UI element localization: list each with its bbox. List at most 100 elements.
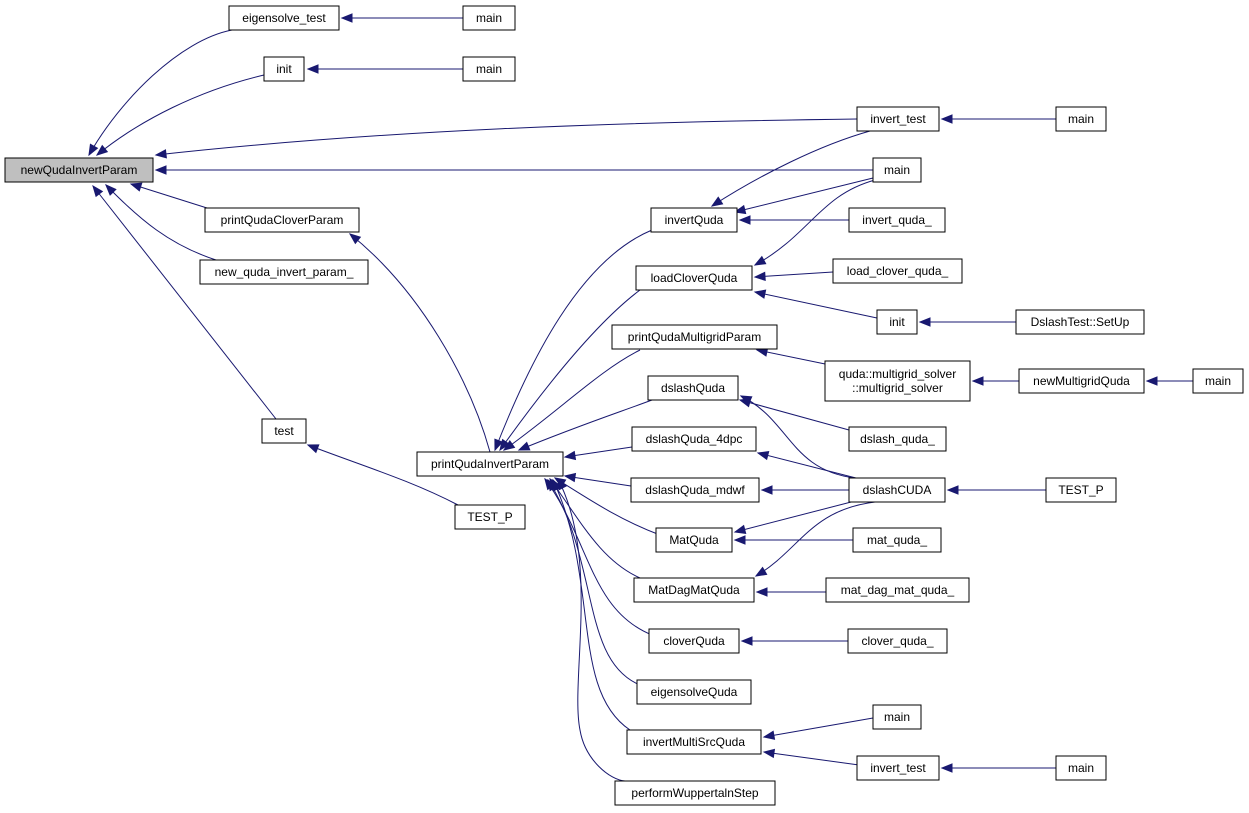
node-box[interactable] (631, 426, 757, 452)
node-box[interactable] (856, 106, 940, 132)
node-box[interactable] (848, 207, 946, 233)
edge-printqudainvertparam-to-printqudacloverparam (348, 233, 491, 453)
node-box[interactable] (611, 324, 778, 350)
edge-line (564, 446, 633, 458)
node-init-b[interactable]: init (876, 309, 918, 335)
node-box[interactable] (1015, 309, 1145, 335)
node-box[interactable] (228, 5, 340, 31)
node-label: test (274, 424, 294, 438)
node-dslashquda-4dpc[interactable]: dslashQuda_4dpc (631, 426, 757, 452)
node-box[interactable] (633, 577, 755, 603)
node-main-direct[interactable]: main (872, 157, 922, 183)
node-init-a[interactable]: init (263, 56, 305, 82)
node-box[interactable] (872, 157, 922, 183)
node-eigensolvequda[interactable]: eigensolveQuda (636, 679, 752, 705)
arrowhead (710, 196, 724, 207)
arrowhead (154, 149, 167, 159)
node-invert-test-b[interactable]: invert_test (856, 755, 940, 781)
edge-test-to-newqudainvertparam (92, 184, 277, 420)
node-box[interactable] (204, 207, 360, 233)
node-newmultigridquda[interactable]: newMultigridQuda (1018, 368, 1145, 394)
node-box[interactable] (872, 704, 922, 730)
node-newqudainvertparam[interactable]: newQudaInvertParam (4, 157, 154, 183)
node-test-p-b[interactable]: TEST_P (1045, 477, 1117, 503)
node-box[interactable] (416, 451, 564, 477)
node-printqudamultigridparam[interactable]: printQudaMultigridParam (611, 324, 778, 350)
node-invert-quda[interactable]: invert_quda_ (848, 207, 946, 233)
node-box[interactable] (876, 309, 918, 335)
node-label: main (1068, 112, 1094, 126)
edge-main-direct-to-loadcloverquda (753, 179, 876, 266)
node-label: loadCloverQuda (651, 271, 738, 285)
node-main-init[interactable]: main (462, 56, 516, 82)
node-multigrid-solver[interactable]: quda::multigrid_solver::multigrid_solver (824, 360, 971, 402)
node-box[interactable] (1045, 477, 1117, 503)
node-box[interactable] (614, 780, 776, 806)
edge-init-a-to-newqudainvertparam (95, 74, 265, 156)
node-invertmultisrcquda[interactable]: invertMultiSrcQuda (626, 729, 762, 755)
node-box[interactable] (462, 5, 516, 31)
node-main-ms[interactable]: main (872, 704, 922, 730)
node-mat-quda[interactable]: mat_quda_ (852, 527, 942, 553)
node-box[interactable] (655, 527, 733, 553)
node-box[interactable] (824, 360, 971, 402)
node-box[interactable] (647, 375, 739, 401)
node-printqudacloverparam[interactable]: printQudaCloverParam (204, 207, 360, 233)
node-box[interactable] (825, 577, 970, 603)
node-dslashcuda[interactable]: dslashCUDA (848, 477, 946, 503)
node-label: performWuppertalnStep (631, 786, 759, 800)
node-label: printQudaCloverParam (221, 213, 344, 227)
node-invertquda[interactable]: invertQuda (650, 207, 738, 233)
node-eigensolve-test[interactable]: eigensolve_test (228, 5, 340, 31)
node-box[interactable] (847, 628, 948, 654)
edge-line (763, 751, 860, 766)
node-box[interactable] (1055, 106, 1107, 132)
node-box[interactable] (263, 56, 305, 82)
node-test[interactable]: test (261, 418, 307, 444)
node-box[interactable] (1192, 368, 1244, 394)
node-loadcloverquda[interactable]: loadCloverQuda (635, 265, 753, 291)
node-box[interactable] (635, 265, 753, 291)
node-dslashtest-setup[interactable]: DslashTest::SetUp (1015, 309, 1145, 335)
node-cloverquda[interactable]: cloverQuda (648, 628, 740, 654)
node-box[interactable] (848, 477, 946, 503)
node-test-p-a[interactable]: TEST_P (454, 504, 526, 530)
node-box[interactable] (1055, 755, 1107, 781)
node-main-mg[interactable]: main (1192, 368, 1244, 394)
node-invert-test-a[interactable]: invert_test (856, 106, 940, 132)
node-printqudainvertparam[interactable]: printQudaInvertParam (416, 451, 564, 477)
node-dslashquda[interactable]: dslashQuda (647, 375, 739, 401)
node-performwuppertalnstep[interactable]: performWuppertalnStep (614, 780, 776, 806)
node-box[interactable] (462, 56, 516, 82)
node-box[interactable] (199, 259, 369, 285)
node-box[interactable] (852, 527, 942, 553)
node-box[interactable] (856, 755, 940, 781)
node-box[interactable] (454, 504, 526, 530)
root-node-box[interactable] (4, 157, 154, 183)
edge-new-quda-invert-param-to-newqudainvertparam (105, 184, 217, 261)
node-box[interactable] (1018, 368, 1145, 394)
node-main-inv-a[interactable]: main (1055, 106, 1107, 132)
node-load-clover-quda[interactable]: load_clover_quda_ (832, 258, 963, 284)
node-box[interactable] (648, 628, 740, 654)
node-box[interactable] (832, 258, 963, 284)
node-dslashquda-mdwf[interactable]: dslashQuda_mdwf (630, 477, 760, 503)
node-dslash-quda[interactable]: dslash_quda_ (848, 426, 947, 452)
node-box[interactable] (636, 679, 752, 705)
node-box[interactable] (848, 426, 947, 452)
node-new-quda-invert-param[interactable]: new_quda_invert_param_ (199, 259, 369, 285)
node-box[interactable] (261, 418, 307, 444)
node-main-eig[interactable]: main (462, 5, 516, 31)
node-matdagmatquda[interactable]: MatDagMatQuda (633, 577, 755, 603)
node-label: quda::multigrid_solver (839, 367, 956, 381)
node-main-inv-b[interactable]: main (1055, 755, 1107, 781)
edge-line (96, 74, 265, 156)
node-box[interactable] (626, 729, 762, 755)
node-clover-quda[interactable]: clover_quda_ (847, 628, 948, 654)
node-matquda[interactable]: MatQuda (655, 527, 733, 553)
node-mat-dag-mat-quda[interactable]: mat_dag_mat_quda_ (825, 577, 970, 603)
node-box[interactable] (650, 207, 738, 233)
edge-line (554, 477, 661, 536)
node-box[interactable] (630, 477, 760, 503)
